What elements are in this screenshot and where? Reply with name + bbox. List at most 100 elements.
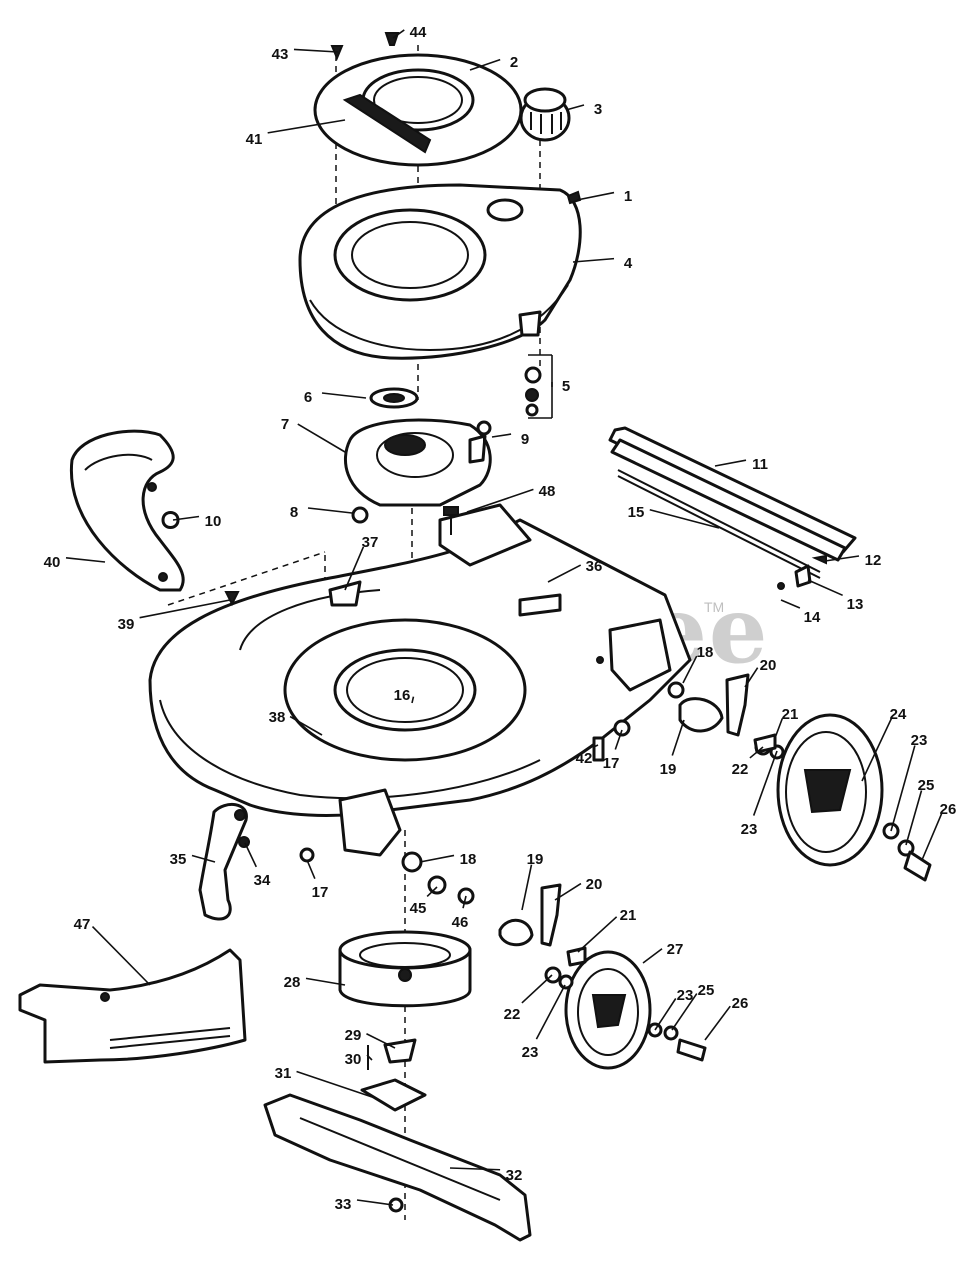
mower-deck: [148, 503, 692, 857]
callout-leader-c20a: [744, 667, 759, 688]
callout-label-c41: 41: [246, 131, 263, 148]
callout-leader-c23d: [535, 984, 566, 1040]
callout-label-c36: 36: [586, 558, 603, 575]
callout-leader-c35: [191, 854, 216, 863]
callout-leader-c33: [356, 1199, 394, 1206]
callout-label-c16: 16: [394, 687, 411, 704]
callout-label-c3: 3: [594, 101, 602, 118]
callout-label-c23c: 23: [677, 987, 694, 1004]
callout-label-c29: 29: [345, 1027, 362, 1044]
callout-label-c46: 46: [452, 914, 469, 931]
callout-leader-c47: [91, 926, 151, 986]
callout-leader-c11: [714, 459, 747, 467]
fuel-cap: [519, 87, 571, 142]
callout-leader-c9: [491, 433, 512, 438]
callout-leader-c31: [296, 1070, 376, 1099]
wheel-bolt-26-b: [676, 1038, 707, 1062]
callout-leader-c22b: [521, 974, 553, 1004]
callout-leader-c19a: [671, 719, 685, 756]
callout-label-c8: 8: [290, 504, 298, 521]
height-lever-35: [198, 803, 248, 921]
callout-label-c27: 27: [667, 941, 684, 958]
callout-label-c34: 34: [254, 872, 271, 889]
callout-label-c48: 48: [539, 483, 556, 500]
callout-label-c12: 12: [865, 552, 882, 569]
callout-label-c20b: 20: [586, 876, 603, 893]
bolt-9: [476, 420, 492, 452]
callout-leader-c14: [780, 599, 801, 609]
callout-label-c4: 4: [624, 255, 633, 272]
callout-label-c15: 15: [628, 504, 645, 521]
callout-label-c6: 6: [304, 389, 312, 406]
blade-adapter: [338, 930, 472, 1008]
callout-leader-c4: [572, 257, 615, 263]
washer-45: [427, 875, 447, 895]
callout-leader-c29: [366, 1033, 396, 1049]
front-wheel: [564, 950, 652, 1070]
callout-leader-c43: [293, 48, 339, 53]
callout-leader-c36: [547, 564, 582, 583]
washer-18-b: [401, 851, 423, 873]
callout-label-c19b: 19: [527, 851, 544, 868]
height-lever-20-b: [540, 883, 562, 947]
callout-leader-c27: [642, 948, 663, 964]
callout-label-c33: 33: [335, 1196, 352, 1213]
engine-top-cover: [313, 53, 523, 167]
callout-label-c17b: 17: [312, 884, 329, 901]
washer-18-a: [667, 681, 685, 699]
callout-leader-c18b: [419, 854, 455, 863]
callout-leader-c48: [466, 488, 534, 513]
callout-leader-c18a: [682, 655, 698, 684]
callout-label-c39: 39: [118, 616, 135, 633]
callout-label-c18a: 18: [697, 644, 714, 661]
wheel-bolt-26-a: [903, 850, 932, 882]
callout-label-c24: 24: [890, 706, 907, 723]
side-discharge-shield: [69, 429, 185, 592]
callout-leader-c16: [411, 696, 415, 704]
callout-leader-c32: [449, 1167, 501, 1171]
callout-leader-c42: [593, 744, 599, 748]
callout-leader-c2: [469, 58, 501, 71]
height-adjuster-19-b: [498, 919, 534, 947]
callout-leader-c39: [139, 599, 231, 619]
callout-leader-c17b: [306, 859, 316, 880]
callout-leader-c15: [649, 509, 720, 529]
callout-leader-c26b: [704, 1005, 731, 1041]
cover-screws: [330, 32, 400, 61]
height-lever-20-a: [725, 673, 750, 737]
callout-leader-c40: [65, 557, 106, 563]
callout-label-c23a: 23: [911, 732, 928, 749]
callout-leader-c45: [426, 886, 438, 898]
callout-label-c5: 5: [562, 378, 570, 395]
callout-label-c25a: 25: [918, 777, 935, 794]
callout-label-c30: 30: [345, 1051, 362, 1068]
callout-label-c37: 37: [362, 534, 379, 551]
mower-blade: [263, 1093, 532, 1242]
callout-label-c26a: 26: [940, 801, 957, 818]
mount-plate: [343, 418, 492, 507]
callout-label-c22b: 22: [504, 1006, 521, 1023]
callout-label-c21a: 21: [782, 706, 799, 723]
callout-label-c23b: 23: [741, 821, 758, 838]
callout-leader-c38: [289, 715, 323, 736]
callout-leader-c23b: [752, 750, 778, 816]
callout-leader-c25a: [905, 790, 923, 846]
callout-label-c35: 35: [170, 851, 187, 868]
callout-leader-c30: [366, 1054, 373, 1061]
callout-leader-c13: [807, 579, 843, 597]
callout-leader-c23a: [890, 745, 916, 832]
callout-leader-c25b: [671, 993, 698, 1031]
flap-hardware: [777, 554, 827, 590]
callout-leader-c1: [576, 191, 615, 201]
fastener-set: [524, 354, 553, 419]
blade-key: [367, 1038, 417, 1070]
callout-label-c40: 40: [44, 554, 61, 571]
callout-leader-c26a: [921, 813, 943, 861]
callout-label-c20a: 20: [760, 657, 777, 674]
blade-stiffener: [360, 1078, 427, 1112]
callout-label-c44: 44: [410, 24, 427, 41]
nut-8: [351, 506, 369, 524]
callout-leader-c7: [297, 423, 346, 453]
callout-leader-c17a: [614, 729, 623, 750]
